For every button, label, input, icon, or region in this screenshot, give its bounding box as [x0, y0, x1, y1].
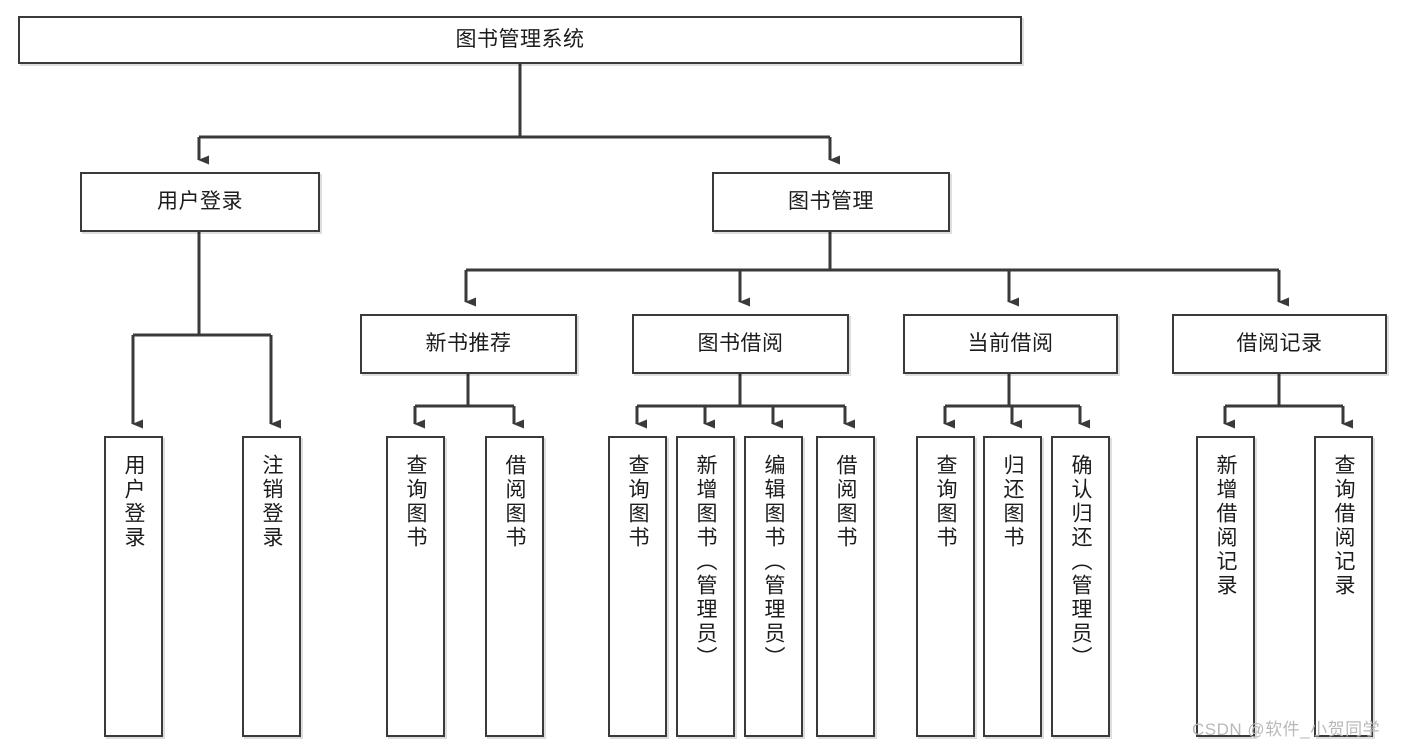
node-label: 归还图书	[1001, 454, 1024, 550]
leaf-book-borrow-borrow-book[interactable]: 借阅图书	[816, 436, 875, 737]
node-label: 新书推荐	[425, 332, 512, 356]
leaf-current-borrow-return-book[interactable]: 归还图书	[983, 436, 1042, 737]
leaf-current-borrow-query-book[interactable]: 查询图书	[916, 436, 975, 737]
node-label: 借阅记录	[1236, 332, 1323, 356]
node-book-borrow[interactable]: 图书借阅	[632, 314, 849, 374]
leaf-user-login-login[interactable]: 用户登录	[104, 436, 163, 737]
node-label: 编辑图书（管理员）	[762, 454, 785, 670]
node-label: 查询图书	[626, 454, 649, 550]
leaf-user-login-logout[interactable]: 注销登录	[242, 436, 301, 737]
node-label: 新增借阅记录	[1214, 454, 1237, 598]
leaf-borrow-record-query-record[interactable]: 查询借阅记录	[1314, 436, 1373, 737]
node-label: 图书管理系统	[455, 28, 585, 52]
node-user-login[interactable]: 用户登录	[80, 172, 320, 232]
node-label: 查询图书	[934, 454, 957, 550]
node-label: 当前借阅	[967, 332, 1054, 356]
leaf-new-book-borrow-book[interactable]: 借阅图书	[485, 436, 544, 737]
node-book-management[interactable]: 图书管理	[712, 172, 950, 232]
leaf-current-borrow-confirm-return-admin[interactable]: 确认归还（管理员）	[1051, 436, 1110, 737]
node-current-borrow[interactable]: 当前借阅	[903, 314, 1118, 374]
node-label: 借阅图书	[503, 454, 526, 550]
node-label: 确认归还（管理员）	[1069, 454, 1092, 670]
node-label: 用户登录	[122, 454, 145, 550]
leaf-new-book-query-book[interactable]: 查询图书	[386, 436, 445, 737]
node-root-book-management-system[interactable]: 图书管理系统	[18, 16, 1022, 64]
leaf-book-borrow-edit-book-admin[interactable]: 编辑图书（管理员）	[744, 436, 803, 737]
node-label: 注销登录	[260, 454, 283, 550]
leaf-borrow-record-add-record[interactable]: 新增借阅记录	[1196, 436, 1255, 737]
leaf-book-borrow-add-book-admin[interactable]: 新增图书（管理员）	[676, 436, 735, 737]
node-label: 借阅图书	[834, 454, 857, 550]
csdn-watermark: CSDN @软件_小贺同学	[1192, 720, 1381, 739]
node-label: 新增图书（管理员）	[694, 454, 717, 670]
node-label: 查询借阅记录	[1332, 454, 1355, 598]
node-label: 用户登录	[157, 190, 243, 214]
node-label: 图书借阅	[697, 332, 784, 356]
node-label: 查询图书	[404, 454, 427, 550]
leaf-book-borrow-query-book[interactable]: 查询图书	[608, 436, 667, 737]
node-borrow-record[interactable]: 借阅记录	[1172, 314, 1387, 374]
node-new-book-recommend[interactable]: 新书推荐	[360, 314, 577, 374]
node-label: 图书管理	[788, 190, 874, 214]
